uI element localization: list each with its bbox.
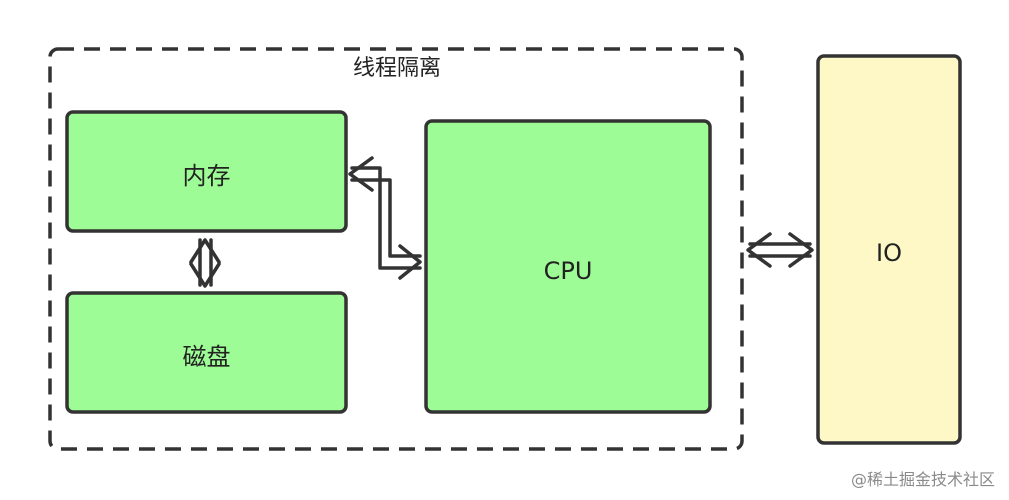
watermark-text: @稀土掘金技术社区 bbox=[850, 470, 995, 489]
memory-node-label: 内存 bbox=[182, 162, 231, 190]
memory-cpu-arrow bbox=[348, 156, 422, 280]
cpu-io-arrow bbox=[746, 232, 814, 268]
thread-isolation-group-border bbox=[48, 47, 744, 451]
memory-node-box bbox=[65, 110, 348, 233]
cpu-node-label: CPU bbox=[543, 257, 593, 285]
thread-isolation-group-label: 线程隔离 bbox=[352, 56, 441, 81]
cpu-node-box bbox=[424, 119, 712, 414]
io-node-label: IO bbox=[876, 239, 902, 267]
disk-node-label: 磁盘 bbox=[182, 343, 231, 371]
io-node-box bbox=[816, 54, 962, 445]
disk-node-box bbox=[65, 291, 348, 414]
memory-disk-arrow bbox=[189, 238, 221, 288]
